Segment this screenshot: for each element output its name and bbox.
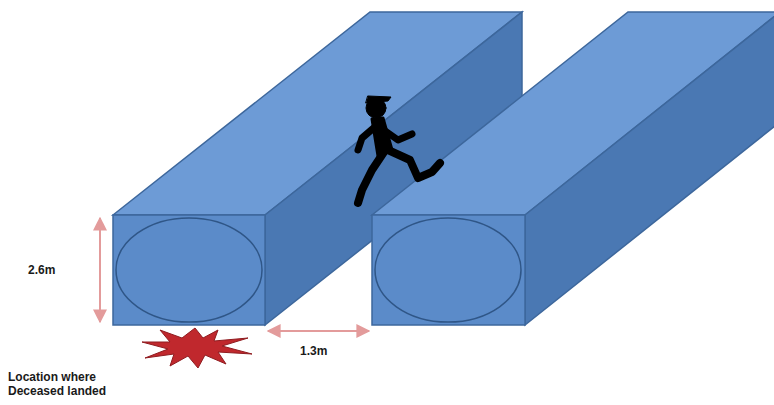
- right-culvert: [372, 12, 774, 325]
- gap-label: 1.3m: [300, 344, 360, 358]
- gap-dimension: [268, 330, 369, 332]
- running-figure: [358, 96, 440, 203]
- location-note: Location where Deceased landed: [8, 370, 138, 399]
- height-label: 2.6m: [28, 263, 88, 277]
- height-dimension: [99, 218, 101, 322]
- landing-starburst: [142, 328, 252, 368]
